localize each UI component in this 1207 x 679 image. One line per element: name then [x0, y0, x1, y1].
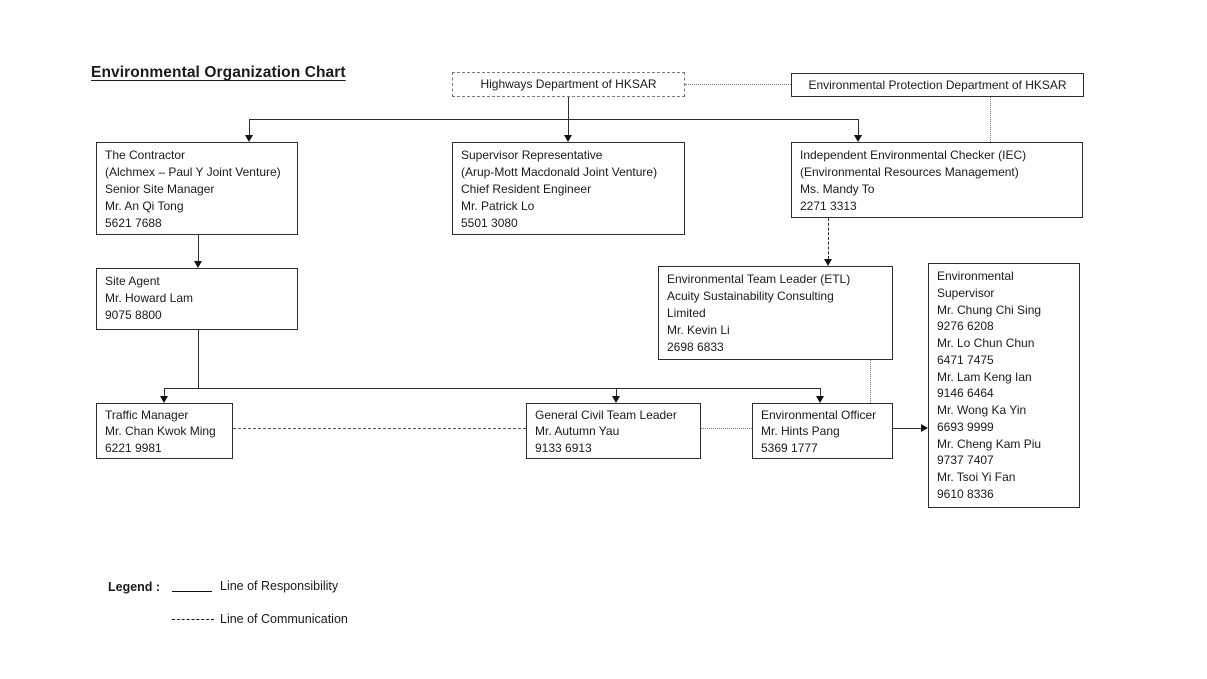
legend-communication-label: Line of Communication: [220, 612, 348, 626]
box-text-line: Mr. Wong Ka Yin: [937, 403, 1027, 417]
box-text-line: Mr. Patrick Lo: [461, 199, 535, 213]
box-text-line: 5501 3080: [461, 216, 518, 230]
legend-dashed-line-sample: [172, 619, 214, 620]
legend-title: Legend :: [108, 580, 161, 594]
epd-box: Environmental Protection Department of H…: [791, 73, 1084, 97]
connector-bottom-branch: [164, 388, 820, 389]
box-text-line: 9737 7407: [937, 453, 994, 468]
box-text-line: 6693 9999: [937, 419, 994, 434]
connector-traffic-general-dashed: [233, 428, 526, 429]
box-text-line: General Civil Team Leader: [535, 408, 677, 422]
box-text-line: 9276 6208: [937, 319, 994, 334]
box-text-line: Acuity Sustainability Consulting: [667, 289, 834, 303]
box-text-line: Mr. Cheng Kam Piu: [937, 436, 1042, 451]
box-text-line: Mr. Lo Chun Chun: [937, 336, 1035, 350]
arrowhead-general-civil: [612, 396, 620, 403]
legend-solid-line-sample: [172, 591, 212, 592]
box-text-line: Mr. An Qi Tong: [105, 199, 184, 213]
box-text-line: Supervisor: [937, 285, 995, 300]
box-text-line: Chief Resident Engineer: [461, 182, 592, 196]
box-text-line: 9133 6913: [535, 440, 592, 455]
connector-general-envofficer-dotted: [701, 428, 752, 429]
connector-to-supervisor-rep: [568, 119, 569, 136]
connector-env-officer-supervisor: [893, 428, 922, 429]
highways-department-label: Highways Department of HKSAR: [480, 77, 657, 91]
box-text-line: Mr. Lam Keng Ian: [937, 369, 1032, 384]
box-text-line: Mr. Howard Lam: [105, 291, 194, 305]
connector-to-contractor: [249, 119, 250, 136]
connector-epd-iec-dotted: [990, 97, 991, 142]
arrowhead-etl: [824, 259, 832, 266]
box-text-line: Supervisor Representative: [461, 148, 603, 162]
box-text-line: 9610 8336: [937, 486, 994, 501]
box-text-line: 6221 9981: [105, 440, 162, 455]
connector-to-iec: [858, 119, 859, 136]
box-text-line: 6471 7475: [937, 352, 994, 367]
box-text-line: Mr. Chan Kwok Ming: [105, 424, 216, 439]
connector-iec-etl-dashed: [828, 218, 829, 259]
connector-highways-epd-dotted: [685, 84, 791, 85]
box-text-line: Mr. Tsoi Yi Fan: [937, 470, 1016, 484]
connector-site-agent-stem: [198, 330, 199, 388]
arrowhead-iec: [854, 135, 862, 142]
box-text-line: (Arup-Mott Macdonald Joint Venture): [461, 165, 658, 179]
box-text-line: Ms. Mandy To: [800, 182, 875, 196]
arrowhead-traffic-manager: [160, 396, 168, 403]
epd-label: Environmental Protection Department of H…: [808, 77, 1067, 92]
box-text-line: Independent Environmental Checker (IEC): [800, 148, 1027, 162]
box-text-line: Senior Site Manager: [105, 182, 215, 196]
box-text-line: Mr. Hints Pang: [761, 424, 840, 439]
connector-to-general-civil: [616, 388, 617, 397]
box-text-line: Limited: [667, 306, 706, 320]
connector-to-env-officer: [820, 388, 821, 397]
box-text-line: (Environmental Resources Management): [800, 165, 1019, 179]
box-text-line: Environmental Officer: [761, 408, 877, 422]
contractor-box: The Contractor (Alchmex – Paul Y Joint Ve…: [96, 142, 298, 235]
iec-box: Independent Environmental Checker (IEC) (…: [791, 142, 1083, 218]
box-text-line: 5369 1777: [761, 440, 818, 455]
box-text-line: 2698 6833: [667, 340, 724, 354]
connector-to-traffic-manager: [164, 388, 165, 397]
box-text-line: Environmental: [937, 269, 1014, 283]
etl-box: Environmental Team Leader (ETL) Acuity Su…: [658, 266, 893, 360]
connector-etl-env-officer-dotted: [870, 360, 871, 403]
box-text-line: Mr. Chung Chi Sing: [937, 302, 1042, 317]
arrowhead-supervisor-rep: [564, 135, 572, 142]
page-title: Environmental Organization Chart: [91, 64, 346, 81]
box-text-line: 5621 7688: [105, 216, 162, 230]
box-text-line: 2271 3313: [800, 199, 857, 213]
box-text-line: 9075 8800: [105, 308, 162, 322]
supervisor-representative-box: Supervisor Representative (Arup-Mott Macd…: [452, 142, 685, 235]
arrowhead-contractor: [245, 135, 253, 142]
box-text-line: Environmental Team Leader (ETL): [667, 272, 851, 286]
arrowhead-site-agent: [194, 261, 202, 268]
arrowhead-env-supervisor: [921, 424, 928, 432]
arrowhead-env-officer: [816, 396, 824, 403]
legend-responsibility-label: Line of Responsibility: [220, 579, 339, 593]
connector-top-branch: [249, 119, 858, 120]
box-text-line: Mr. Kevin Li: [667, 323, 730, 337]
connector-contractor-site-agent: [198, 235, 199, 262]
highways-department-box: Highways Department of HKSAR: [452, 72, 685, 97]
box-text-line: Mr. Autumn Yau: [535, 424, 620, 439]
box-text-line: Traffic Manager: [105, 408, 189, 422]
box-text-line: 9146 6464: [937, 386, 994, 401]
box-text-line: (Alchmex – Paul Y Joint Venture): [105, 165, 281, 179]
connector-highways-stem: [568, 97, 569, 119]
box-text-line: The Contractor: [105, 148, 186, 162]
box-text-line: Site Agent: [105, 274, 160, 288]
